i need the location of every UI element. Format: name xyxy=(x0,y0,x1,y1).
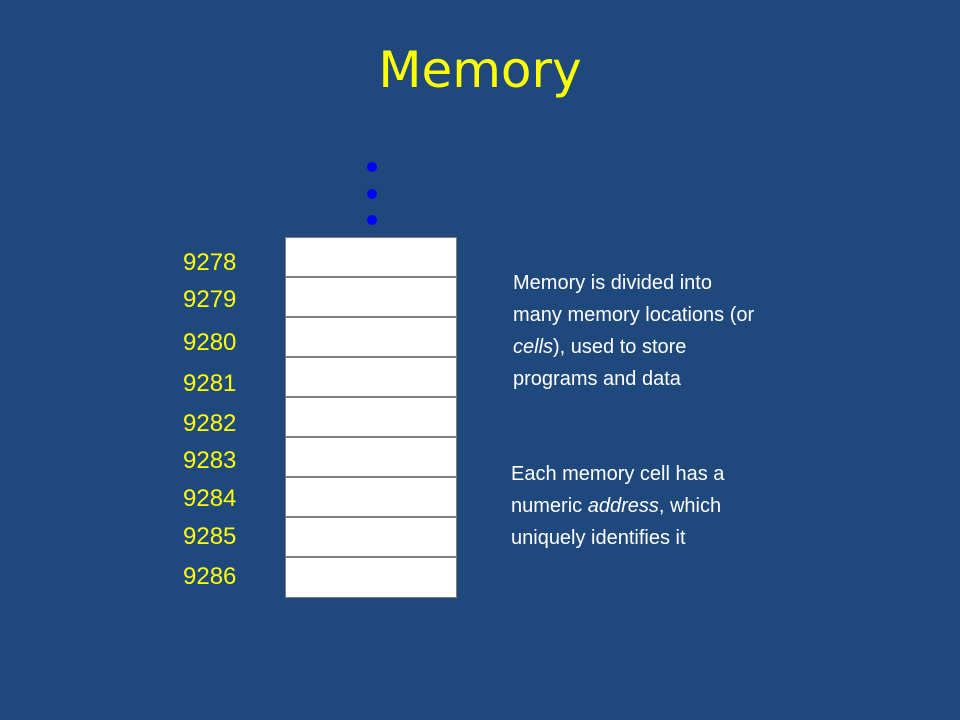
memory-address: 9284 xyxy=(183,485,237,512)
memory-cell xyxy=(285,397,457,437)
description-term-cells: cells xyxy=(513,336,554,358)
memory-address: 9285 xyxy=(183,523,237,550)
description-line: uniquely identifies it xyxy=(511,527,686,549)
memory-address: 9282 xyxy=(183,410,237,437)
memory-cell xyxy=(285,237,457,277)
address-description: Each memory cell has a numeric address, … xyxy=(511,458,724,554)
description-line: numeric xyxy=(511,495,588,517)
memory-cell xyxy=(285,557,457,598)
memory-address: 9279 xyxy=(183,286,237,313)
ellipsis-dot-1 xyxy=(367,162,377,172)
memory-address: 9281 xyxy=(183,370,237,397)
description-line: , which xyxy=(658,495,722,517)
description-line: Memory is divided into xyxy=(513,272,712,294)
description-line: ), used to store xyxy=(553,336,687,358)
memory-cell xyxy=(285,477,457,517)
memory-description: Memory is divided into many memory locat… xyxy=(513,267,754,395)
description-term-address: address xyxy=(587,495,659,517)
memory-cell xyxy=(285,317,457,357)
memory-address: 9283 xyxy=(183,447,237,474)
description-line: Each memory cell has a xyxy=(511,463,725,485)
description-line: many memory locations (or xyxy=(513,304,755,326)
slide-title: Memory xyxy=(378,41,582,99)
memory-cell xyxy=(285,357,457,397)
ellipsis-dot-2 xyxy=(367,189,377,199)
memory-cell xyxy=(285,437,457,477)
memory-address: 9286 xyxy=(183,563,237,590)
memory-address: 9278 xyxy=(183,249,237,276)
memory-cell xyxy=(285,277,457,317)
description-line: programs and data xyxy=(513,368,681,390)
memory-address: 9280 xyxy=(183,329,237,356)
ellipsis-dot-3 xyxy=(367,215,377,225)
memory-cell xyxy=(285,517,457,557)
